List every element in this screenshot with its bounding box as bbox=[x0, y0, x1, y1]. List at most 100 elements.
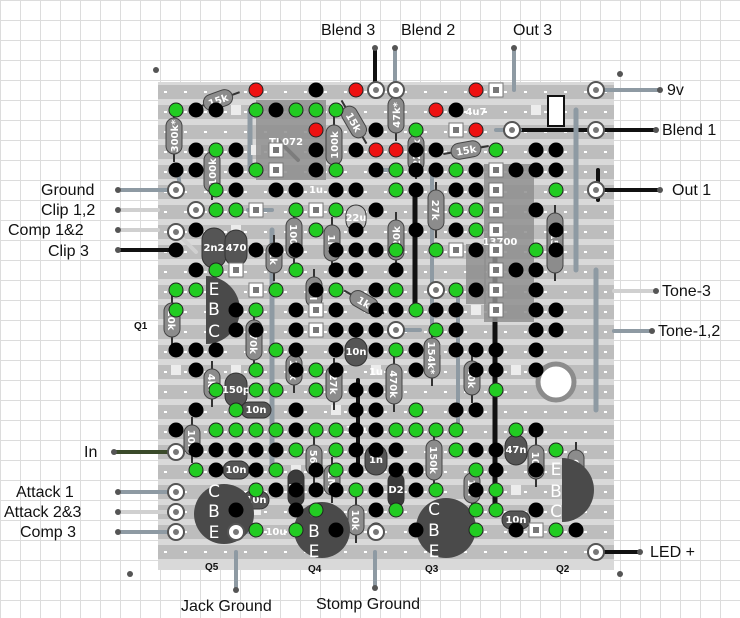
ic-socket-pin-hole bbox=[493, 287, 499, 293]
label-stomp-ground: Stomp Ground bbox=[316, 596, 421, 613]
pad-green bbox=[308, 502, 324, 518]
pad-black bbox=[288, 242, 304, 258]
pad-black bbox=[228, 142, 244, 158]
pad-black bbox=[568, 522, 584, 538]
pad-black bbox=[308, 162, 324, 178]
pad-black bbox=[328, 242, 344, 258]
cap-1u-b-label: 1u bbox=[369, 367, 383, 378]
lead-end bbox=[653, 127, 659, 133]
resistor-47k-label: 47k* bbox=[392, 101, 403, 128]
pad-black bbox=[328, 182, 344, 198]
transistor-q5 bbox=[194, 484, 254, 544]
pad-black bbox=[548, 302, 564, 318]
pad-black bbox=[468, 182, 484, 198]
lead-end bbox=[115, 187, 121, 193]
lead-end bbox=[115, 227, 121, 233]
pad-black bbox=[488, 362, 504, 378]
pad-black bbox=[528, 262, 544, 278]
pad-black bbox=[268, 242, 284, 258]
lead-end bbox=[372, 45, 378, 51]
pad-black bbox=[268, 442, 284, 458]
pad-black bbox=[468, 282, 484, 298]
pad-black bbox=[528, 202, 544, 218]
pad-black bbox=[448, 182, 464, 198]
resistor-27k-a-body bbox=[427, 189, 445, 231]
pad-green bbox=[448, 202, 464, 218]
pad-black bbox=[528, 462, 544, 478]
q5-pin-c: C bbox=[208, 482, 220, 502]
pad-green bbox=[348, 482, 364, 498]
pad-green bbox=[208, 202, 224, 218]
pad-black bbox=[348, 222, 364, 238]
ic-socket-pin-hole bbox=[233, 267, 239, 273]
q3-pin-b: B bbox=[428, 521, 440, 541]
label-in: In bbox=[84, 444, 98, 461]
pad-green bbox=[228, 422, 244, 438]
label-jack-ground: Jack Ground bbox=[181, 598, 272, 615]
pad-black bbox=[188, 222, 204, 238]
q1-pin-c: C bbox=[208, 322, 220, 342]
pad-black bbox=[228, 322, 244, 338]
cap-10n-b-label: 10n bbox=[225, 465, 246, 476]
resistor-10k-f-label: 10k bbox=[349, 510, 360, 531]
terminal-point-hole bbox=[373, 529, 379, 535]
q3-pin-e: E bbox=[429, 542, 440, 562]
pad-green bbox=[288, 442, 304, 458]
pad-black bbox=[168, 242, 184, 258]
pad-green bbox=[388, 242, 404, 258]
pad-black bbox=[328, 342, 344, 358]
pad-green bbox=[208, 382, 224, 398]
resistor-27k-b-label: 27k bbox=[327, 374, 338, 395]
pad-black bbox=[288, 182, 304, 198]
strip-cut bbox=[171, 365, 181, 375]
pad-black bbox=[228, 162, 244, 178]
q4-pin-e: E bbox=[309, 542, 320, 562]
pad-black bbox=[388, 442, 404, 458]
pad-black bbox=[448, 302, 464, 318]
pad-black bbox=[528, 322, 544, 338]
pad-black bbox=[468, 482, 484, 498]
lead-end bbox=[115, 509, 121, 515]
pad-black bbox=[408, 162, 424, 178]
label-q5: Q5 bbox=[205, 562, 219, 573]
pad-green bbox=[308, 362, 324, 378]
q1-pin-b: B bbox=[208, 300, 220, 320]
terminal-point-hole bbox=[233, 529, 239, 535]
resistor-1k-a-label: 1k bbox=[267, 251, 278, 265]
strip-cut bbox=[251, 505, 261, 515]
pad-green bbox=[168, 102, 184, 118]
pad-green bbox=[288, 262, 304, 278]
cap-220u-label: 220u bbox=[542, 377, 570, 388]
pad-black bbox=[348, 242, 364, 258]
pad-black bbox=[548, 242, 564, 258]
q5-pin-b: B bbox=[208, 502, 220, 522]
pad-green bbox=[548, 522, 564, 538]
cap-22u-label: 22u bbox=[345, 213, 366, 224]
cap-10n-a-label: 10n bbox=[245, 405, 266, 416]
terminal-point-hole bbox=[433, 287, 439, 293]
transistor-q4 bbox=[294, 502, 350, 558]
resistor-150k-label: 150k bbox=[427, 446, 438, 474]
ic-socket-pin-hole bbox=[453, 127, 459, 133]
resistor-10k-c: 10k bbox=[463, 353, 481, 403]
pad-green bbox=[408, 302, 424, 318]
pad-black bbox=[448, 222, 464, 238]
pad-black bbox=[468, 402, 484, 418]
ic-socket-pin-hole bbox=[273, 167, 279, 173]
pad-black bbox=[348, 462, 364, 478]
pad-black bbox=[548, 162, 564, 178]
lead-end bbox=[617, 71, 623, 77]
pad-black bbox=[448, 102, 464, 118]
pad-black bbox=[508, 262, 524, 278]
pad-black bbox=[328, 262, 344, 278]
pad-black bbox=[388, 262, 404, 278]
pad-green bbox=[188, 282, 204, 298]
terminal-point-hole bbox=[593, 127, 599, 133]
lead-end bbox=[511, 45, 517, 51]
pad-black bbox=[468, 362, 484, 378]
pad-black bbox=[188, 162, 204, 178]
transistor-q3 bbox=[416, 498, 476, 558]
pad-black bbox=[348, 402, 364, 418]
cap-10u-b-label: 10u bbox=[265, 527, 286, 538]
pad-green bbox=[388, 282, 404, 298]
